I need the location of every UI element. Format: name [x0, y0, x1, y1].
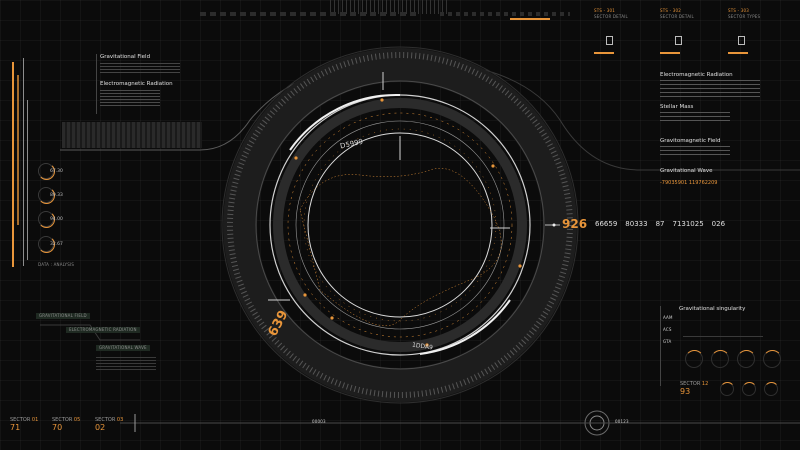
accent-bar	[660, 52, 680, 54]
accent-bar	[728, 52, 748, 54]
ring-gauge	[763, 381, 779, 396]
accent-bar	[594, 52, 614, 54]
ring-gauge	[736, 349, 756, 368]
sector-code: 12	[701, 381, 709, 387]
sector-block: SECTOR 03 02	[95, 417, 123, 432]
equalizer	[62, 122, 202, 148]
gauge	[37, 162, 55, 180]
gauge	[37, 186, 55, 204]
document-icon	[738, 36, 745, 45]
row-label: AAM	[663, 315, 673, 320]
item-title: Electromagnetic Radiation	[660, 72, 733, 78]
timeline-code-left: 00003	[312, 419, 326, 424]
singularity-sector: SECTOR 12 93	[680, 381, 708, 396]
right-panel-item: Electromagnetic Radiation	[660, 72, 790, 104]
sector-code: 03	[116, 417, 124, 423]
section-label: GRAVITATIONAL WAVE	[96, 345, 150, 351]
wave-value: -79035901 119762209	[660, 180, 718, 186]
sector-block: SECTOR 05 70	[52, 417, 80, 432]
bar	[23, 58, 24, 266]
card-subtitle: SECTOR DETAIL	[660, 14, 694, 19]
text-lines	[660, 80, 760, 98]
top-strip	[200, 12, 420, 16]
ring-right-value: 926	[562, 217, 588, 231]
card-title: STS - 302	[660, 8, 681, 13]
ring-code: 87	[655, 220, 665, 228]
document-icon	[675, 36, 682, 45]
timeline-code-right: 00123	[615, 419, 629, 424]
singularity-panel: Gravitational singularity AAM ACS GTA	[660, 306, 791, 386]
item-title: Gravitational Wave	[660, 168, 713, 174]
ring-right-codes: 66659 80333 87 7131025 026	[595, 220, 725, 228]
card-title: STS - 301	[594, 8, 615, 13]
ring-gauge	[684, 349, 704, 368]
text-lines	[96, 357, 156, 371]
info-panel-title: Gravitational Field	[100, 54, 151, 60]
ring-code: 66659	[595, 220, 618, 228]
row-label: ACS	[663, 327, 672, 332]
text-lines	[100, 90, 160, 106]
small-ring-row	[719, 381, 790, 396]
right-panel-item: Gravitomagnetic Field	[660, 138, 790, 168]
card-subtitle: SECTOR DETAIL	[594, 14, 628, 19]
gauge-footer: DATA : ANALYSIS	[38, 262, 75, 267]
row-label: GTA	[663, 339, 672, 344]
ring-code: 026	[711, 220, 726, 228]
card-title: STS - 303	[728, 8, 749, 13]
top-ticks	[330, 0, 450, 14]
ring-code: 7131025	[672, 220, 704, 228]
info-panel-subtitle: Electromagnetic Radiation	[100, 81, 173, 87]
item-title: Gravitomagnetic Field	[660, 138, 721, 144]
ring-gauge	[710, 349, 730, 368]
section-label: ELECTROMAGNETIC RADIATION	[66, 327, 140, 333]
sector-card[interactable]: STS - 303 SECTOR TYPES	[728, 8, 773, 54]
section-label: GRAVITATIONAL FIELD	[36, 313, 90, 319]
sector-code: 01	[31, 417, 39, 423]
sector-label: SECTOR	[52, 417, 73, 423]
sector-card[interactable]: STS - 302 SECTOR DETAIL	[660, 8, 705, 54]
gauge-value: 94.00	[50, 217, 63, 222]
sector-label: SECTOR	[10, 417, 31, 423]
sector-block: SECTOR 01 71	[10, 417, 38, 432]
sector-card[interactable]: STS - 301 SECTOR DETAIL	[594, 8, 639, 54]
sector-label: SECTOR	[680, 381, 701, 387]
bar	[27, 100, 28, 260]
sector-value: 71	[10, 423, 21, 432]
right-panel-item: Stellar Mass	[660, 104, 790, 138]
right-panel-item: Gravitational Wave -79035901 119762209	[660, 168, 790, 186]
card-subtitle: SECTOR TYPES	[728, 14, 761, 19]
sector-code: 05	[73, 417, 81, 423]
gauge-value: 67.30	[50, 169, 63, 174]
gauge	[37, 210, 55, 228]
accent-bar	[510, 18, 550, 20]
item-title: Stellar Mass	[660, 104, 694, 110]
divider	[683, 336, 763, 337]
sector-value: 70	[52, 423, 63, 432]
sector-value: 02	[95, 423, 106, 432]
sector-value: 93	[680, 387, 691, 396]
text-lines	[660, 146, 730, 156]
gauge-value: 89.33	[50, 193, 63, 198]
gauge-value: 32.67	[50, 242, 63, 247]
text-lines	[660, 112, 730, 122]
sector-label: SECTOR	[95, 417, 116, 423]
right-panel: Electromagnetic Radiation Stellar Mass G…	[660, 72, 790, 186]
bar	[12, 62, 14, 267]
bar	[17, 75, 19, 225]
ring-gauge	[741, 381, 757, 396]
document-icon	[606, 36, 613, 45]
ring-gauge	[719, 381, 735, 396]
singularity-title: Gravitational singularity	[679, 306, 746, 312]
ring-code: 80333	[625, 220, 648, 228]
text-lines	[100, 63, 180, 75]
top-strip	[440, 12, 570, 16]
gauge	[37, 235, 55, 253]
info-panel: Gravitational Field Electromagnetic Radi…	[96, 54, 196, 114]
ring-gauge	[762, 349, 782, 368]
